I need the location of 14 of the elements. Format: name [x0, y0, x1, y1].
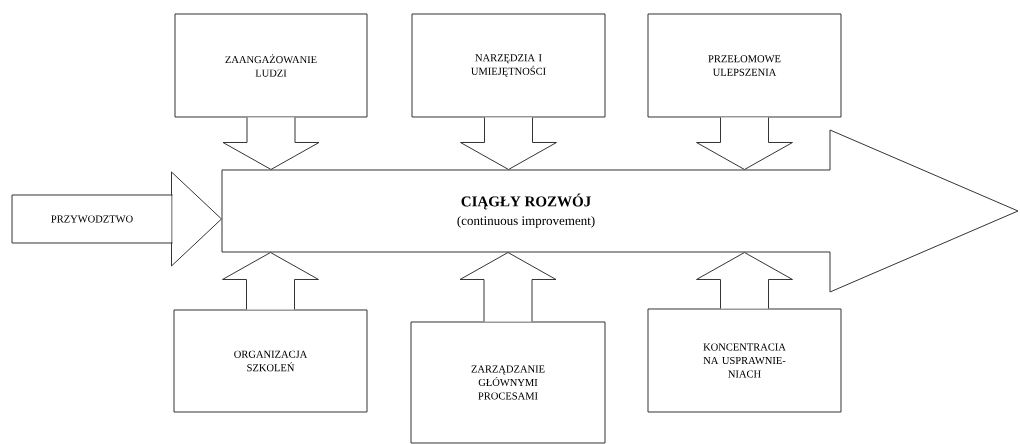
block-arrow [222, 117, 320, 170]
callout-box: NARZĘDZIA I UMIEJĘTNOŚCI [411, 13, 606, 118]
block-arrow [222, 252, 319, 310]
block-arrow [696, 117, 793, 170]
block-arrow [459, 252, 557, 322]
callout-box: ORGANIZACJA SZKOLEŃ [173, 309, 368, 413]
callout-box: PRZEŁOMOWE ULEPSZENIA [647, 13, 842, 118]
callout-box: KONCENTRACIA NA USPRAWNIE-NIACH [647, 308, 842, 413]
block-arrow [460, 117, 557, 170]
block-arrow [171, 171, 222, 267]
callout-box: ZAANGAŻOWANIE LUDZI [174, 13, 368, 118]
callout-box: PRZYWODZTWO [11, 194, 173, 244]
block-arrow [696, 252, 793, 309]
callout-box: ZARZĄDZANIE GŁÓWNYMI PROCESAMI [410, 321, 606, 444]
